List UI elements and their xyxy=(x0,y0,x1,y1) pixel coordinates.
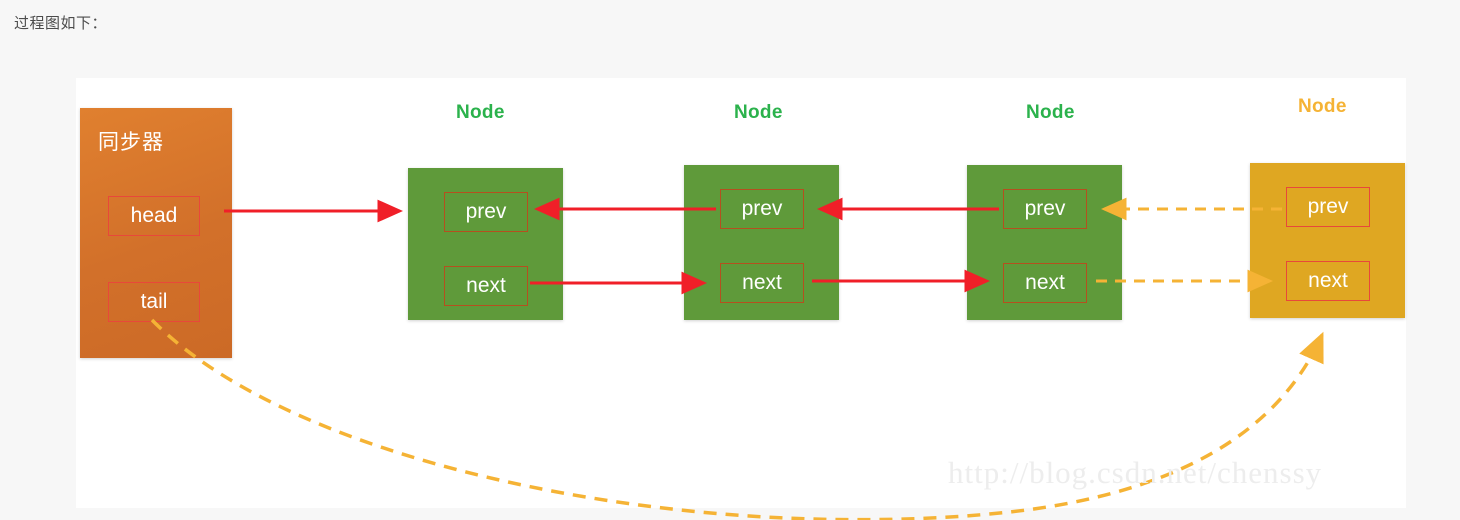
node-label-2: Node xyxy=(734,102,783,123)
node-label-1: Node xyxy=(456,102,505,123)
node-3-prev-slot: prev xyxy=(1003,189,1087,229)
node-2-next-slot: next xyxy=(720,263,804,303)
node-4-next-slot: next xyxy=(1286,261,1370,301)
node-4: prev next xyxy=(1250,163,1405,318)
node-1-prev-slot: prev xyxy=(444,192,528,232)
node-2: prev next xyxy=(684,165,839,320)
node-label-4: Node xyxy=(1298,96,1347,117)
node-1: prev next xyxy=(408,168,563,320)
head-field: head xyxy=(108,196,200,236)
synchronizer-title: 同步器 xyxy=(98,131,164,154)
tail-field: tail xyxy=(108,282,200,322)
synchronizer-box: 同步器 head tail xyxy=(80,108,232,358)
node-label-3: Node xyxy=(1026,102,1075,123)
node-4-prev-slot: prev xyxy=(1286,187,1370,227)
node-3: prev next xyxy=(967,165,1122,320)
watermark-text: http://blog.csdn.net/chenssy xyxy=(948,455,1323,490)
node-2-prev-slot: prev xyxy=(720,189,804,229)
node-3-next-slot: next xyxy=(1003,263,1087,303)
page-caption: 过程图如下： xyxy=(14,15,108,32)
node-1-next-slot: next xyxy=(444,266,528,306)
